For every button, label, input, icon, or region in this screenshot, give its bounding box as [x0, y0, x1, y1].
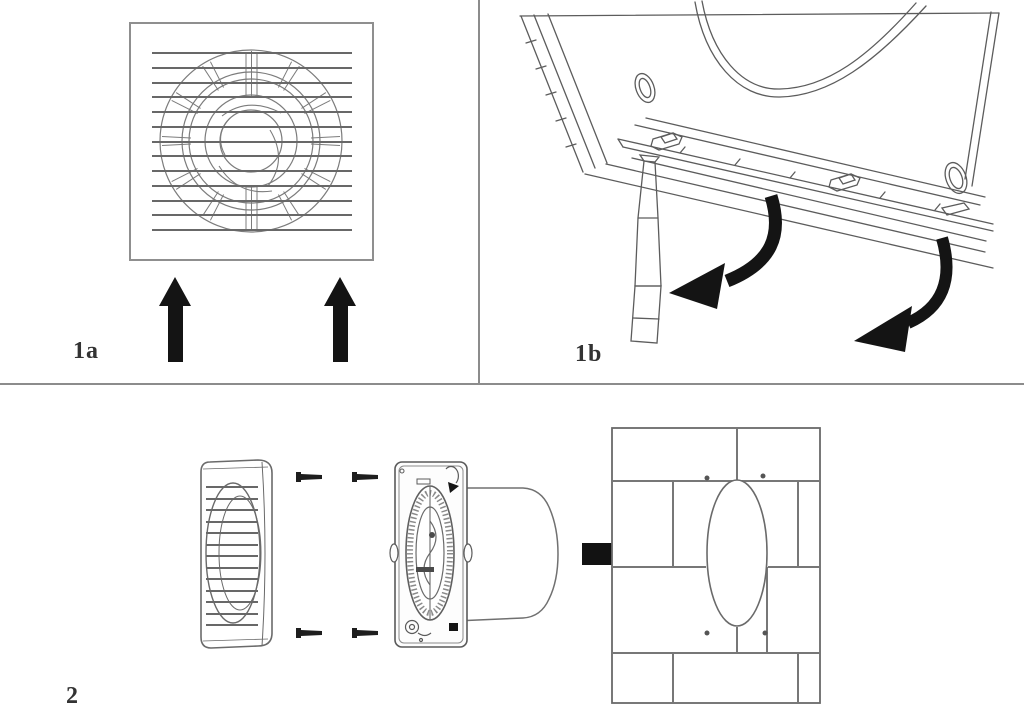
clip-right: [828, 173, 861, 192]
screw-icon: [352, 628, 378, 638]
wall-hole: [706, 479, 768, 627]
side-tab-right: [463, 543, 473, 563]
cover-removal-drawing: [519, 0, 1000, 352]
screw-hole-right: [944, 161, 968, 195]
cable-gland: [404, 619, 432, 643]
screwdriver-icon: [630, 154, 662, 344]
grille-spokes: [161, 51, 341, 231]
cover-fan-ellipses: [205, 482, 262, 624]
panel-1b: 1b: [480, 0, 1024, 383]
vertical-divider: [478, 0, 480, 384]
grille-louvres: [152, 51, 352, 232]
cover-left-edge: [520, 13, 608, 173]
airflow-arrows: [159, 277, 356, 362]
exploded-view-drawing: [200, 427, 821, 704]
cover-louvres: [206, 486, 258, 626]
fan-body: [389, 461, 473, 648]
duct-opening-arc: [694, 0, 927, 98]
panel-2-label: 2: [66, 683, 79, 709]
housing-right-edge: [964, 11, 1000, 187]
terminal-mark: [449, 623, 458, 631]
up-arrow-right-icon: [324, 277, 356, 362]
drill-marks: [704, 473, 768, 636]
screw-icon: [296, 472, 322, 482]
curved-arrow-right-icon: [854, 236, 953, 352]
panel-1b-label: 1b: [575, 341, 603, 367]
wall: [611, 427, 821, 704]
screw-hole-left: [634, 72, 656, 104]
duct-tube: [454, 487, 559, 622]
cable-hook: [445, 465, 459, 484]
fan-body-bottom-edge: [634, 117, 986, 206]
curved-arrow-center-icon: [669, 194, 782, 309]
release-arrows: [669, 194, 953, 352]
panel-1a-label: 1a: [73, 338, 99, 364]
up-arrow-left-icon: [159, 277, 191, 362]
housing-top-edge: [519, 12, 1000, 17]
side-tab-left: [389, 543, 399, 563]
panel-2: 2: [0, 385, 1024, 722]
screw-icon: [296, 628, 322, 638]
clip-end: [940, 202, 971, 216]
cover-bottom-edge: [584, 163, 994, 269]
fixing-screws: [296, 472, 378, 638]
clip-left: [650, 132, 683, 151]
panel-1a: 1a: [0, 0, 478, 383]
horizontal-divider: [0, 383, 1024, 385]
grille-drawing: [129, 22, 374, 362]
corner-mark: [399, 468, 405, 474]
fan-opening: [405, 485, 455, 621]
top-slot: [416, 478, 431, 485]
pointer-mark: [448, 482, 459, 493]
brick-joints: [612, 428, 820, 703]
screw-icon: [352, 472, 378, 482]
bottom-rail: [617, 138, 994, 242]
